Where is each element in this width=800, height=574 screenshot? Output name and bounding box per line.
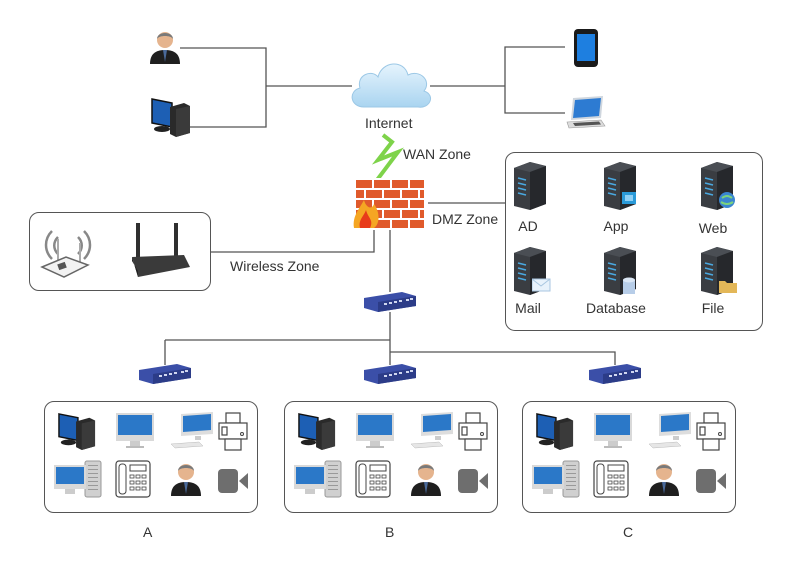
database-icon [623,277,635,294]
server-label: Mail [515,300,541,316]
internet-cloud-icon [346,55,436,120]
wire-left-remote [180,47,267,128]
workstation-group-b [284,401,498,513]
ip-phone-icon[interactable] [593,460,629,503]
switch-c-icon[interactable] [587,362,643,391]
wire-core-right [390,351,616,365]
wireless-zone-label: Wireless Zone [230,258,320,274]
desktop-pc-icon[interactable] [53,412,101,455]
app-icon [622,192,636,204]
server-ad-icon[interactable] [510,160,554,212]
desktop-pc-icon[interactable] [531,412,579,455]
mac-pro-icon[interactable] [53,460,103,503]
ip-phone-icon[interactable] [115,460,151,503]
imac-icon[interactable] [355,412,395,455]
imac-icon[interactable] [115,412,155,455]
imac-icon[interactable] [593,412,633,455]
remote-user-icon[interactable] [148,28,182,71]
firewall-icon[interactable] [352,178,428,235]
group-label: C [623,524,634,540]
server-label: Database [586,300,646,316]
workstation-group-a [44,401,258,513]
user-icon[interactable] [647,460,681,503]
printer-icon[interactable] [457,412,489,457]
wire-firewall-wireless [210,228,375,253]
printer-icon[interactable] [695,412,727,457]
wireless-access-point-icon[interactable] [38,221,98,284]
switch-b-icon[interactable] [362,362,418,391]
remote-laptop-icon[interactable] [563,96,607,135]
server-label: File [701,300,725,316]
wan-zone-label: WAN Zone [403,146,471,162]
server-app-icon[interactable] [600,160,644,212]
server-database-icon[interactable] [600,245,644,297]
internet-label: Internet [365,115,413,131]
remote-desktop-pc-icon[interactable] [150,97,192,142]
desktop-pc-icon[interactable] [293,412,341,455]
imac-keyboard-icon[interactable] [169,412,217,455]
imac-keyboard-icon[interactable] [409,412,457,455]
server-mail-icon[interactable] [510,245,554,297]
imac-keyboard-icon[interactable] [647,412,695,455]
globe-icon [719,192,735,208]
envelope-icon [532,278,551,292]
wireless-zone-group [29,212,211,291]
workstation-group-c [522,401,736,513]
group-label: A [143,524,153,540]
mac-pro-icon[interactable] [531,460,581,503]
user-icon[interactable] [169,460,203,503]
dmz-zone-label: DMZ Zone [432,211,499,227]
mac-pro-icon[interactable] [293,460,343,503]
switch-a-icon[interactable] [137,362,193,391]
group-label: B [385,524,395,540]
wan-link-icon [371,133,404,182]
wire-right-remote [504,46,565,114]
server-label: App [603,218,629,234]
video-camera-icon[interactable] [695,466,727,501]
server-file-icon[interactable] [697,245,741,297]
server-label: AD [518,218,538,234]
remote-tablet-icon[interactable] [573,28,599,73]
printer-icon[interactable] [217,412,249,457]
folder-icon [719,281,737,293]
user-icon[interactable] [409,460,443,503]
server-web-icon[interactable] [697,160,741,212]
server-label: Web [698,220,728,236]
wireless-router-icon[interactable] [130,221,192,284]
video-camera-icon[interactable] [217,466,249,501]
core-switch-icon[interactable] [362,290,418,319]
video-camera-icon[interactable] [457,466,489,501]
ip-phone-icon[interactable] [355,460,391,503]
